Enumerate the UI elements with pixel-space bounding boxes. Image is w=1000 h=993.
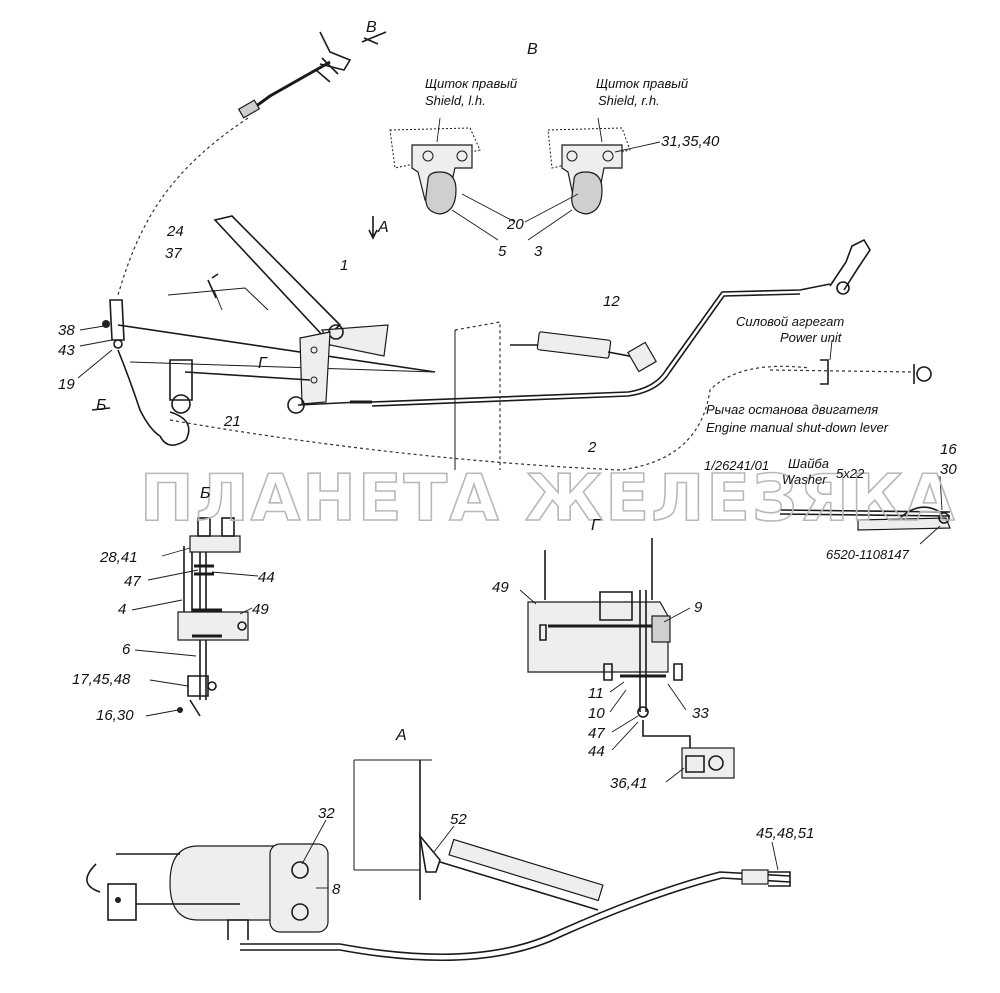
callout-30: 30 bbox=[940, 461, 957, 478]
cable-2 bbox=[350, 238, 871, 407]
callout-3: 3 bbox=[534, 243, 543, 260]
callout-4: 4 bbox=[118, 601, 126, 618]
callout-2: 2 bbox=[587, 439, 597, 456]
callout-17-45-48: 17,45,48 bbox=[72, 671, 131, 688]
hand-throttle-grip bbox=[117, 31, 379, 296]
callout-11: 11 bbox=[588, 685, 604, 702]
callout-37: 37 bbox=[165, 245, 182, 262]
callout-52: 52 bbox=[450, 811, 467, 828]
washer-en: Washer bbox=[782, 472, 827, 487]
shield-right-ru: Щиток правый bbox=[596, 76, 688, 91]
callout-6: 6 bbox=[122, 641, 131, 658]
lever-ru: Рычаг останова двигателя bbox=[706, 402, 878, 417]
callout-10: 10 bbox=[588, 705, 605, 722]
callout-49-b: 49 bbox=[252, 601, 269, 618]
callout-47-b: 47 bbox=[124, 573, 141, 590]
engine-stop-lever bbox=[769, 339, 932, 385]
shield-right-en: Shield, r.h. bbox=[598, 93, 660, 108]
callout-36-41: 36,41 bbox=[610, 775, 648, 792]
callout-16: 16 bbox=[940, 441, 957, 458]
part-number: 6520-1108147 bbox=[826, 547, 910, 562]
shield-left-en: Shield, l.h. bbox=[425, 93, 486, 108]
body-panel bbox=[169, 321, 811, 471]
callout-44-b: 44 bbox=[258, 569, 275, 586]
callout-1: 1 bbox=[340, 257, 348, 274]
lever-en: Engine manual shut-down lever bbox=[706, 420, 889, 435]
washer-size: 5x22 bbox=[836, 466, 865, 481]
view-v-shields bbox=[389, 117, 661, 241]
callout-24: 24 bbox=[166, 223, 184, 240]
view-a-arrow bbox=[368, 216, 378, 240]
callout-32: 32 bbox=[318, 805, 335, 822]
callout-8: 8 bbox=[332, 881, 341, 898]
callout-45-48-51: 45,48,51 bbox=[756, 825, 814, 842]
callout-21: 21 bbox=[223, 413, 241, 430]
left-cable-assembly bbox=[77, 273, 223, 437]
view-g-detail bbox=[519, 538, 735, 783]
callout-44-g: 44 bbox=[588, 743, 605, 760]
callout-20: 20 bbox=[506, 216, 524, 233]
power-unit-ru: Силовой агрегат bbox=[736, 314, 844, 329]
callout-19: 19 bbox=[58, 376, 75, 393]
view-label-g-main: Г bbox=[258, 355, 268, 372]
callout-38: 38 bbox=[58, 322, 75, 339]
view-label-b-detail: Б bbox=[200, 485, 210, 502]
watermark: ПЛАНЕТА ЖЕЛЕЗЯКА bbox=[140, 462, 957, 536]
callout-16-30: 16,30 bbox=[96, 707, 134, 724]
callout-9: 9 bbox=[694, 599, 703, 616]
view-a-detail bbox=[86, 759, 791, 962]
callout-12: 12 bbox=[603, 293, 620, 310]
view-label-g-detail: Г bbox=[591, 517, 601, 534]
view-b-detail bbox=[131, 517, 259, 717]
view-label-a-arrow: A bbox=[377, 219, 389, 236]
callout-5: 5 bbox=[498, 243, 507, 260]
shield-left-ru: Щиток правый bbox=[425, 76, 517, 91]
callout-43: 43 bbox=[58, 342, 75, 359]
washer-ru: Шайба bbox=[788, 456, 829, 471]
view-v-arrow bbox=[361, 31, 387, 43]
callout-31-35-40: 31,35,40 bbox=[661, 133, 720, 150]
throttle-pedal bbox=[117, 215, 436, 446]
washer-code: 1/26241/01 bbox=[704, 458, 769, 473]
callout-33: 33 bbox=[692, 705, 709, 722]
view-label-b-main: Б bbox=[96, 397, 106, 414]
callout-47-g: 47 bbox=[588, 725, 605, 742]
view-label-v-top: В bbox=[366, 19, 377, 36]
callout-49-g: 49 bbox=[492, 579, 509, 596]
washer-detail bbox=[779, 475, 951, 545]
power-unit-en: Power unit bbox=[780, 330, 843, 345]
view-label-a-detail: A bbox=[395, 727, 407, 744]
view-label-v-detail: В bbox=[527, 41, 538, 58]
callout-28-41: 28,41 bbox=[99, 549, 138, 566]
